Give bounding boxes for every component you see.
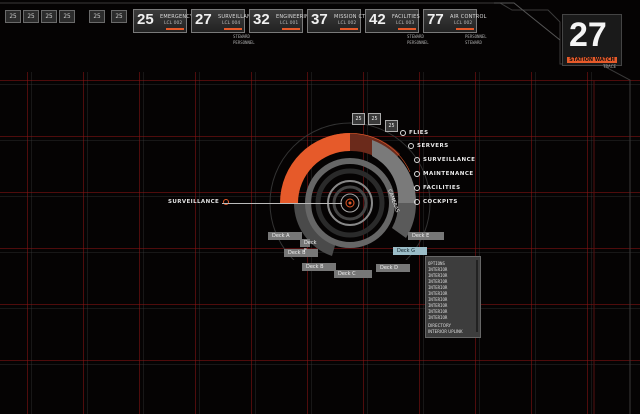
radial-item-servers[interactable]: SERVERS — [408, 143, 449, 149]
panel-row[interactable]: INTERIOR — [428, 297, 448, 302]
station-watch-badge[interactable]: 27 STATION WATCH TRACE — [562, 14, 622, 69]
deck-a-button[interactable]: Deck A — [268, 232, 302, 240]
panel-row[interactable]: INTERIOR — [428, 303, 448, 308]
small-tab-3[interactable]: 25 — [41, 10, 57, 23]
radial-item-maintenance[interactable]: MAINTENANCE — [414, 171, 474, 177]
module-accent-bar — [166, 28, 184, 30]
panel-row[interactable]: INTERIOR — [428, 291, 448, 296]
tab-extra-text: PERSONNEL — [233, 40, 255, 45]
small-tab-1[interactable]: 25 — [5, 10, 21, 23]
tab-extra-text: STEWARD — [233, 34, 250, 39]
deck-b2-button[interactable]: Deck B — [302, 263, 336, 271]
station-label: STATION WATCH — [567, 57, 617, 63]
panel-row[interactable]: INTERIOR — [428, 285, 448, 290]
radial-dot-icon — [414, 157, 420, 163]
target-icon — [223, 199, 230, 205]
module-number: 32 — [253, 11, 270, 28]
radial-cameras-sector[interactable] — [372, 140, 417, 203]
module-number: 27 — [195, 11, 212, 28]
panel-row[interactable]: INTERIOR — [428, 273, 448, 278]
deck-d-button[interactable]: Deck D — [376, 264, 410, 272]
panel-row[interactable]: OPTIONS — [428, 261, 445, 266]
small-tab-6[interactable]: 25 — [111, 10, 127, 23]
panel-row[interactable]: INTERIOR — [428, 279, 448, 284]
current-section-label[interactable]: SURVEILLANCE — [168, 199, 230, 205]
deck-g-button[interactable]: Deck G — [393, 247, 427, 255]
module-number: 42 — [369, 11, 386, 28]
module-tab-air-control[interactable]: 77 AIR CONTROL LCL 002 — [423, 9, 486, 33]
small-tab-4[interactable]: 25 — [59, 10, 75, 23]
module-sub: LCL 004 — [222, 21, 241, 26]
station-number: 27 — [569, 16, 607, 54]
module-sub: LCL 002 — [338, 21, 357, 26]
radial-item-cockpits[interactable]: COCKPITS — [414, 199, 458, 205]
tab-extra-text: PERSONNEL — [465, 34, 487, 39]
module-number: 37 — [311, 11, 328, 28]
module-tab-engineering[interactable]: 32 ENGINEERING LCL 001 — [249, 9, 313, 33]
radial-dot-icon — [400, 130, 406, 136]
module-sub: LCL 002 — [164, 21, 183, 26]
radial-item-facilities[interactable]: FACILITIES — [414, 185, 461, 191]
tab-extra-text: STEWARD — [407, 34, 424, 39]
radial-item-flies[interactable]: FLIES — [400, 130, 429, 136]
module-label: AIR CONTROL — [450, 14, 487, 20]
deck-b-button[interactable]: Deck B — [284, 249, 318, 257]
module-accent-bar — [456, 28, 474, 30]
small-tab-2[interactable]: 25 — [23, 10, 39, 23]
panel-row[interactable]: INTERIOR — [428, 315, 448, 320]
panel-footer-text[interactable]: DIRECTORY — [428, 323, 451, 328]
module-tab-surveillance[interactable]: 27 SURVEILLANCE LCL 004 — [191, 9, 258, 33]
radial-dot-icon — [414, 171, 420, 177]
section-connector-line — [222, 203, 342, 204]
radial-dot-icon — [408, 143, 414, 149]
panel-scrollbar[interactable] — [476, 260, 478, 332]
module-label: SURVEILLANCE — [218, 14, 258, 20]
mini-tab-2[interactable]: 25 — [368, 113, 381, 125]
module-number: 77 — [427, 11, 444, 28]
module-accent-bar — [398, 28, 416, 30]
panel-footer-text[interactable]: INTERIOR UPLINK — [428, 329, 463, 334]
tab-extra-text: PERSONNEL — [407, 40, 429, 45]
module-tab-emergency[interactable]: 25 EMERGENCY LCL 002 — [133, 9, 193, 33]
radial-dot-icon — [414, 185, 420, 191]
module-accent-bar — [340, 28, 358, 30]
panel-row[interactable]: INTERIOR — [428, 267, 448, 272]
module-sub: LCL 001 — [280, 21, 299, 26]
deck-e-button[interactable]: Deck E — [408, 232, 444, 240]
radial-orange-sector[interactable] — [280, 133, 350, 203]
radial-item-surveillance[interactable]: SURVEILLANCE — [414, 157, 475, 163]
deck-c-button[interactable]: Deck C — [334, 270, 372, 278]
module-label: EMERGENCY — [160, 14, 194, 20]
module-tab-facilities[interactable]: 42 FACILITIES LCL 003 — [365, 9, 420, 33]
module-tab-mission-ctr[interactable]: 37 MISSION CTR LCL 002 — [307, 9, 369, 33]
station-sub: TRACE — [603, 64, 617, 69]
radial-dot-icon — [414, 199, 420, 205]
module-label: ENGINEERING — [276, 14, 314, 20]
tab-extra-text: STEWARD — [465, 40, 482, 45]
mini-tab-3[interactable]: 25 — [385, 120, 398, 132]
module-sub: LCL 003 — [396, 21, 415, 26]
module-accent-bar — [224, 28, 242, 30]
camera-list-panel: OPTIONS INTERIOR INTERIOR INTERIOR INTER… — [425, 256, 481, 338]
module-label: MISSION CTR — [334, 14, 370, 20]
small-tab-5[interactable]: 25 — [89, 10, 105, 23]
mini-tab-1[interactable]: 25 — [352, 113, 365, 125]
deck-f-button[interactable]: Deck F — [300, 239, 317, 254]
panel-row[interactable]: INTERIOR — [428, 309, 448, 314]
module-accent-bar — [282, 28, 300, 30]
module-sub: LCL 002 — [454, 21, 473, 26]
module-label: FACILITIES — [392, 14, 420, 20]
module-number: 25 — [137, 11, 154, 28]
top-toolbar: 25 25 25 25 25 25 25 EMERGENCY LCL 002 2… — [0, 0, 640, 72]
